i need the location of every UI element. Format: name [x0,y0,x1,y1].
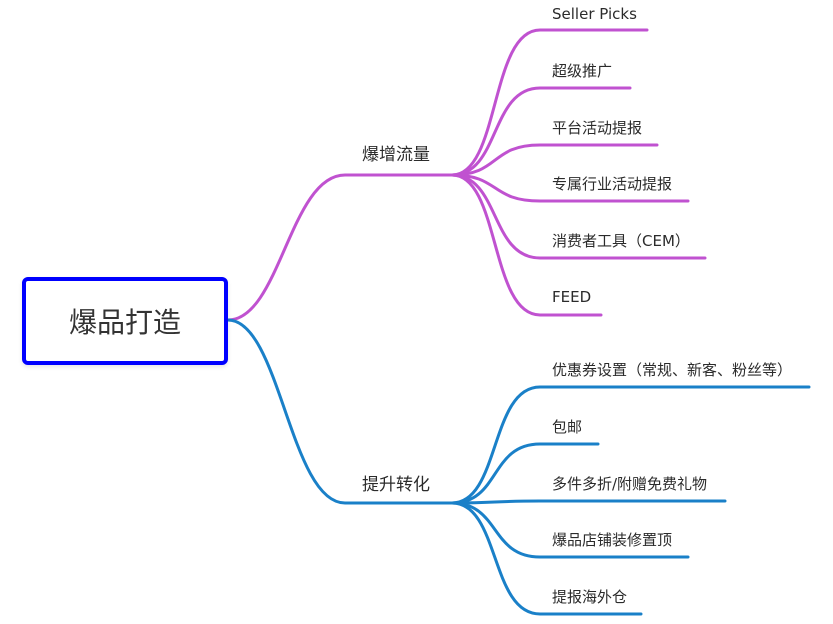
leaf-connector [450,173,603,317]
leaf-connector [450,173,707,260]
leaf-node[interactable]: 优惠券设置（常规、新客、粉丝等） [552,361,793,379]
leaf-node[interactable]: 提报海外仓 [552,588,628,606]
leaf-node[interactable]: FEED [552,288,592,306]
root-node[interactable]: 爆品打造 [22,277,228,365]
leaf-connector [450,501,690,559]
leaf-node[interactable]: 爆品店铺装修置顶 [552,531,673,549]
leaf-node[interactable]: 包邮 [552,418,583,436]
leaf-node[interactable]: 平台活动提报 [552,119,643,137]
leaf-node[interactable]: 多件多折/附赠免费礼物 [552,475,708,493]
leaf-node[interactable]: 专属行业活动提报 [552,175,673,193]
leaf-connector [450,86,632,177]
branch-connector [226,318,454,505]
leaf-connector [450,385,811,505]
leaf-connector [450,499,727,505]
leaf-connector [450,173,690,203]
root-label: 爆品打造 [68,306,181,339]
leaf-connector [450,442,600,505]
branch-node-traffic[interactable]: 爆增流量 [362,145,430,165]
branch-node-conversion[interactable]: 提升转化 [362,475,430,495]
leaf-node[interactable]: Seller Picks [552,5,637,23]
leaf-connector [450,501,643,616]
leaf-connector [450,143,659,177]
leaf-connector [450,28,649,177]
branch-connector [226,173,454,322]
leaf-node[interactable]: 消费者工具（CEM） [552,232,690,250]
leaf-node[interactable]: 超级推广 [552,62,613,80]
